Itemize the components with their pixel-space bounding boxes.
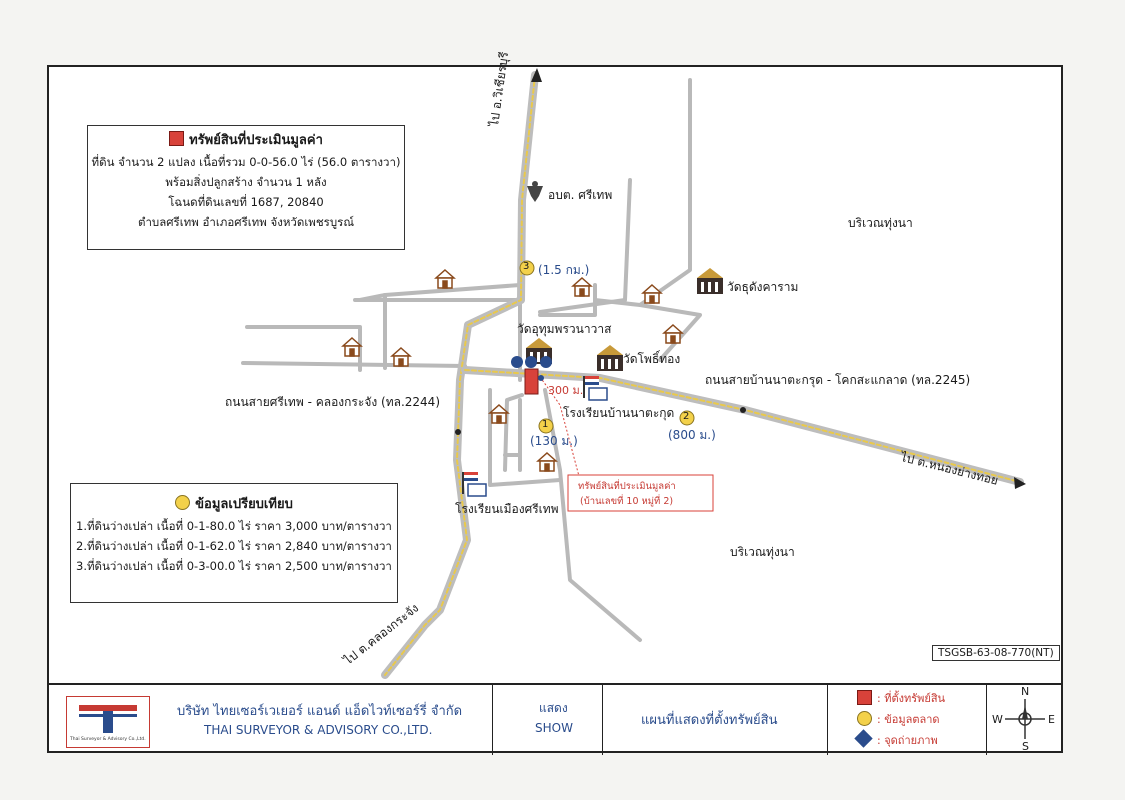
company-cell: Thai Surveyor & Advisory Co.,Ltd. บริษัท…: [47, 685, 493, 755]
comparison-line: 3.ที่ดินว่างเปล่า เนื้อที่ 0-3-00.0 ไร่ …: [76, 559, 392, 573]
comparable-number: 2: [683, 411, 690, 422]
house-icon: [390, 346, 412, 367]
field-label: บริเวณทุ่งนา: [848, 216, 913, 230]
field-label: บริเวณทุ่งนา: [730, 545, 795, 559]
subject-property-marker[interactable]: [524, 368, 539, 395]
reference-code: TSGSB-63-08-770(NT): [932, 645, 1060, 661]
company-logo: Thai Surveyor & Advisory Co.,Ltd.: [66, 696, 150, 748]
junction-dot: [740, 407, 746, 413]
subject-square-icon: [169, 131, 185, 146]
comparable-distance: (800 ม.): [668, 428, 716, 442]
show-cell: แสดง SHOW: [493, 685, 603, 755]
legend-market-icon: [857, 711, 872, 726]
show-label-th: แสดง: [539, 701, 568, 715]
subject-leader-line: [539, 376, 581, 481]
house-icon: [488, 403, 510, 424]
comparable-dot-icon: [175, 495, 191, 510]
legend-photo-label: : จุดถ่ายภาพ: [877, 734, 938, 747]
property-box-line: พร้อมสิ่งปลูกสร้าง จำนวน 1 หลัง: [165, 175, 327, 189]
show-label-en: SHOW: [535, 721, 573, 735]
arrow-east-icon: [1014, 477, 1026, 489]
map-title: แผนที่แสดงที่ตั้งทรัพย์สิน: [641, 713, 778, 728]
legend-market-label: : ข้อมูลตลาด: [877, 713, 940, 726]
house-icon: [341, 336, 363, 357]
school-icon: [583, 376, 608, 401]
property-box-line: ที่ดิน จำนวน 2 แปลง เนื้อที่รวม 0-0-56.0…: [91, 155, 401, 169]
compass-west: W: [992, 713, 1003, 726]
school-icon: [462, 472, 487, 497]
comparable-distance: (1.5 กม.): [538, 263, 590, 277]
house-icon: [571, 276, 593, 297]
arrow-north-icon: [531, 68, 542, 82]
district-office-label: อบต. ศรีเทพ: [548, 188, 613, 202]
comparison-box-title: ข้อมูลเปรียบเทียบ: [71, 494, 397, 516]
legend-cell: : ที่ตั้งทรัพย์สิน : ข้อมูลตลาด : จุดถ่า…: [828, 685, 987, 755]
compass-cell: N S E W: [987, 685, 1063, 755]
subject-note-line: (บ้านเลขที่ 10 หมู่ที่ 2): [580, 496, 674, 507]
temple-label: วัดโพธิ์ทอง: [623, 352, 681, 366]
temple-label: วัดธุดังคาราม: [727, 280, 799, 294]
property-info-box: ทรัพย์สินที่ประเมินมูลค่า ที่ดิน จำนวน 2…: [87, 125, 405, 250]
school-label: โรงเรียนเมืองศรีเทพ: [455, 502, 559, 516]
company-name-th: บริษัท ไทยเซอร์เวเยอร์ แอนด์ แอ็ดไวท์เซอ…: [177, 704, 463, 719]
compass-north: N: [1021, 685, 1030, 698]
comparison-line: 2.ที่ดินว่างเปล่า เนื้อที่ 0-1-62.0 ไร่ …: [76, 539, 392, 553]
road-label-2245: ถนนสายบ้านนาตะกรุด - โคกสะแกลาด (ทล.2245…: [705, 373, 971, 387]
subject-note-line: ทรัพย์สินที่ประเมินมูลค่า: [578, 481, 676, 492]
title-block: Thai Surveyor & Advisory Co.,Ltd. บริษัท…: [47, 683, 1063, 755]
minor-roads: [241, 78, 702, 642]
company-name-en: THAI SURVEYOR & ADVISORY CO.,LTD.: [204, 723, 433, 737]
comparison-line: 1.ที่ดินว่างเปล่า เนื้อที่ 0-1-80.0 ไร่ …: [76, 519, 392, 533]
compass-east: E: [1048, 713, 1055, 726]
comparison-box: ข้อมูลเปรียบเทียบ 1.ที่ดินว่างเปล่า เนื้…: [70, 483, 398, 603]
house-icon: [536, 451, 558, 472]
house-icon: [434, 268, 456, 289]
legend-subject-label: : ที่ตั้งทรัพย์สิน: [877, 692, 946, 705]
property-box-title: ทรัพย์สินที่ประเมินมูลค่า: [88, 130, 404, 152]
house-icon: [641, 283, 663, 304]
legend-photo-icon: [854, 729, 873, 748]
legend-subject-icon: [857, 690, 872, 705]
photo-point-markers[interactable]: [511, 356, 552, 368]
temple-icon: [697, 268, 723, 294]
property-box-line: โฉนดที่ดินเลขที่ 1687, 20840: [168, 195, 324, 209]
school-label: โรงเรียนบ้านนาตะกุด: [563, 406, 675, 420]
house-icons: [341, 268, 684, 472]
map-title-cell: แผนที่แสดงที่ตั้งทรัพย์สิน: [603, 685, 828, 755]
comparable-markers[interactable]: [519, 260, 695, 434]
compass-south: S: [1022, 740, 1029, 753]
temple-icon: [597, 345, 623, 371]
comparable-number: 3: [523, 261, 530, 272]
comparable-number: 1: [542, 419, 549, 430]
junction-dot: [455, 429, 461, 435]
temple-label: วัดอุทุมพรวนาวาส: [517, 322, 612, 336]
house-icon: [662, 323, 684, 344]
road-label-2244: ถนนสายศรีเทพ - คลองกระจัง (ทล.2244): [225, 395, 440, 409]
property-box-line: ตำบลศรีเทพ อำเภอศรีเทพ จังหวัดเพชรบูรณ์: [137, 215, 354, 229]
subject-distance: 300 ม.: [548, 384, 584, 397]
comparable-distance: (130 ม.): [530, 434, 578, 448]
subject-callout: [567, 474, 714, 512]
compass-icon: [1005, 699, 1045, 739]
garuda-emblem-icon: [527, 181, 543, 202]
photo-point-marker: [538, 375, 544, 381]
